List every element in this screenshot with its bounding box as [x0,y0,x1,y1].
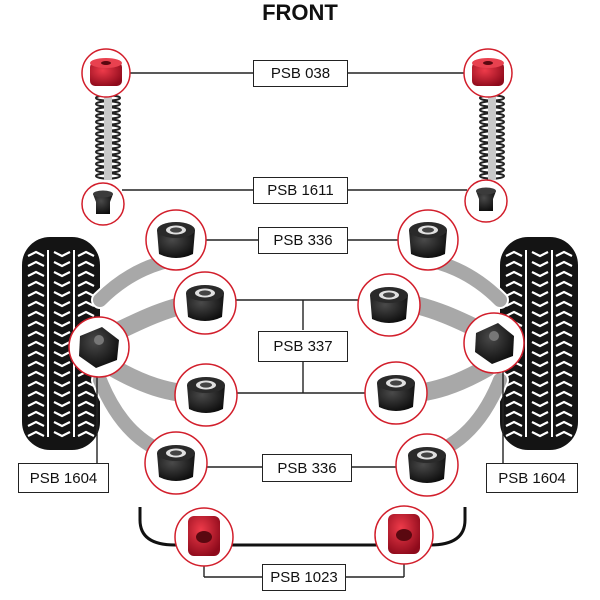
label-psb-1023: PSB 1023 [262,564,346,591]
round-black-bush-icon-336-top-right [397,209,459,271]
label-psb-336-bottom: PSB 336 [262,454,352,482]
anti-roll-bar [138,507,467,547]
page-title: FRONT [262,0,338,25]
label-psb-1604-left: PSB 1604 [18,463,109,493]
red-bush-icon-right [463,48,513,98]
round-black-bush-icon-336-top-left [145,209,207,271]
small-black-bush-icon-right [464,179,508,223]
round-black-bush-icon-337-lower-right [364,361,428,425]
label-psb-1604-right: PSB 1604 [486,463,578,493]
label-psb-1611: PSB 1611 [253,177,348,204]
round-bushes [144,209,459,497]
red-bush-icon-left [81,48,131,98]
label-psb-336-top: PSB 336 [258,227,348,254]
red-d-bush-icon-right [374,505,434,565]
small-black-bush-icon-left [81,182,125,226]
round-black-bush-icon-336-bottom-left [144,431,208,495]
leader-lines [96,72,504,578]
red-d-bush-icon-left [174,507,234,567]
right-spring-rod [488,95,496,180]
round-black-bush-icon-336-bottom-right [395,433,459,497]
round-black-bush-icon-337-upper-left [173,271,237,335]
label-psb-038: PSB 038 [253,60,348,87]
left-spring-rod [104,95,112,180]
round-black-bush-icon-337-lower-left [174,363,238,427]
label-psb-337: PSB 337 [258,331,348,362]
right-tyre-icon [500,237,578,450]
round-black-bush-icon-337-upper-right [357,273,421,337]
hub-bush-icon-left [68,316,130,378]
hub-bush-icon-right [463,312,525,374]
